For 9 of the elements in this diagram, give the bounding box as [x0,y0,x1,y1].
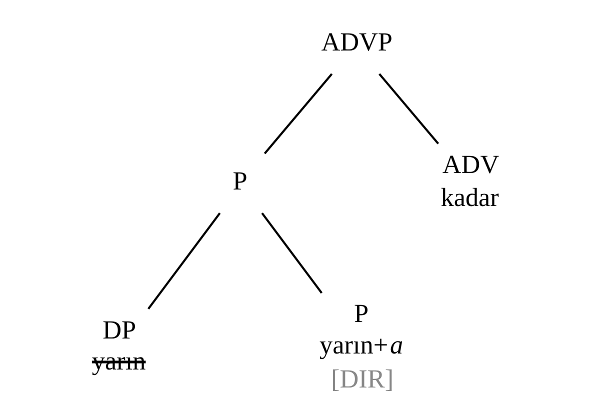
node-text: DP yarın [92,316,146,376]
node-text: P [232,166,248,196]
node-text: P yarın+a [DIR] [320,299,404,394]
node-text: ADV kadar [440,150,500,212]
connector [148,212,221,310]
node-text: ADVP [321,27,393,56]
connector [261,212,323,294]
connector [378,73,440,144]
connector [264,73,333,154]
